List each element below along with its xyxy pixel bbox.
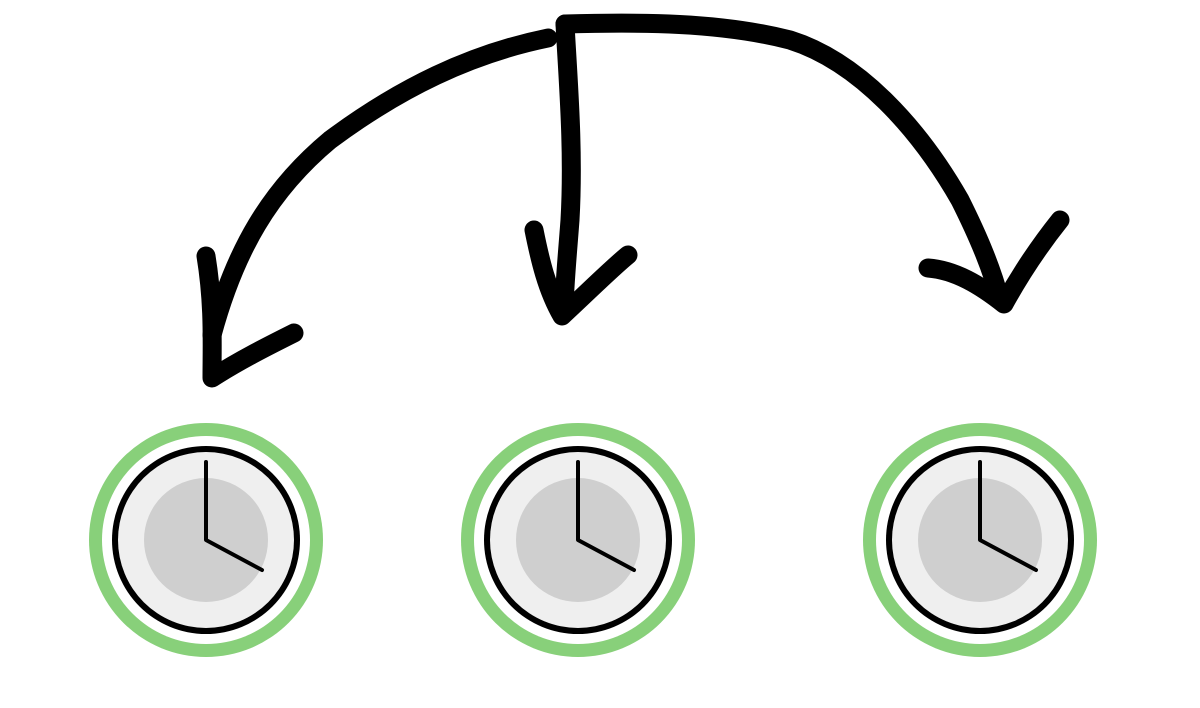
arrow-right-head <box>918 210 1070 314</box>
arrow-middle <box>524 14 638 326</box>
arrows-group <box>196 13 1070 388</box>
arrow-middle-head <box>524 220 638 326</box>
clock-left <box>89 423 323 657</box>
arrow-right <box>555 13 1070 314</box>
arrow-left-head <box>196 246 304 388</box>
clocks-group <box>89 423 1097 657</box>
clock-middle <box>461 423 695 657</box>
clock-middle-hands <box>576 460 636 572</box>
arrow-middle-shaft <box>554 14 581 322</box>
arrow-right-shaft <box>555 13 1010 310</box>
clock-right <box>863 423 1097 657</box>
clock-left-hands <box>204 460 264 572</box>
arrow-left-shaft <box>202 28 558 345</box>
arrow-left <box>196 28 558 388</box>
clock-right-hands <box>978 460 1038 572</box>
